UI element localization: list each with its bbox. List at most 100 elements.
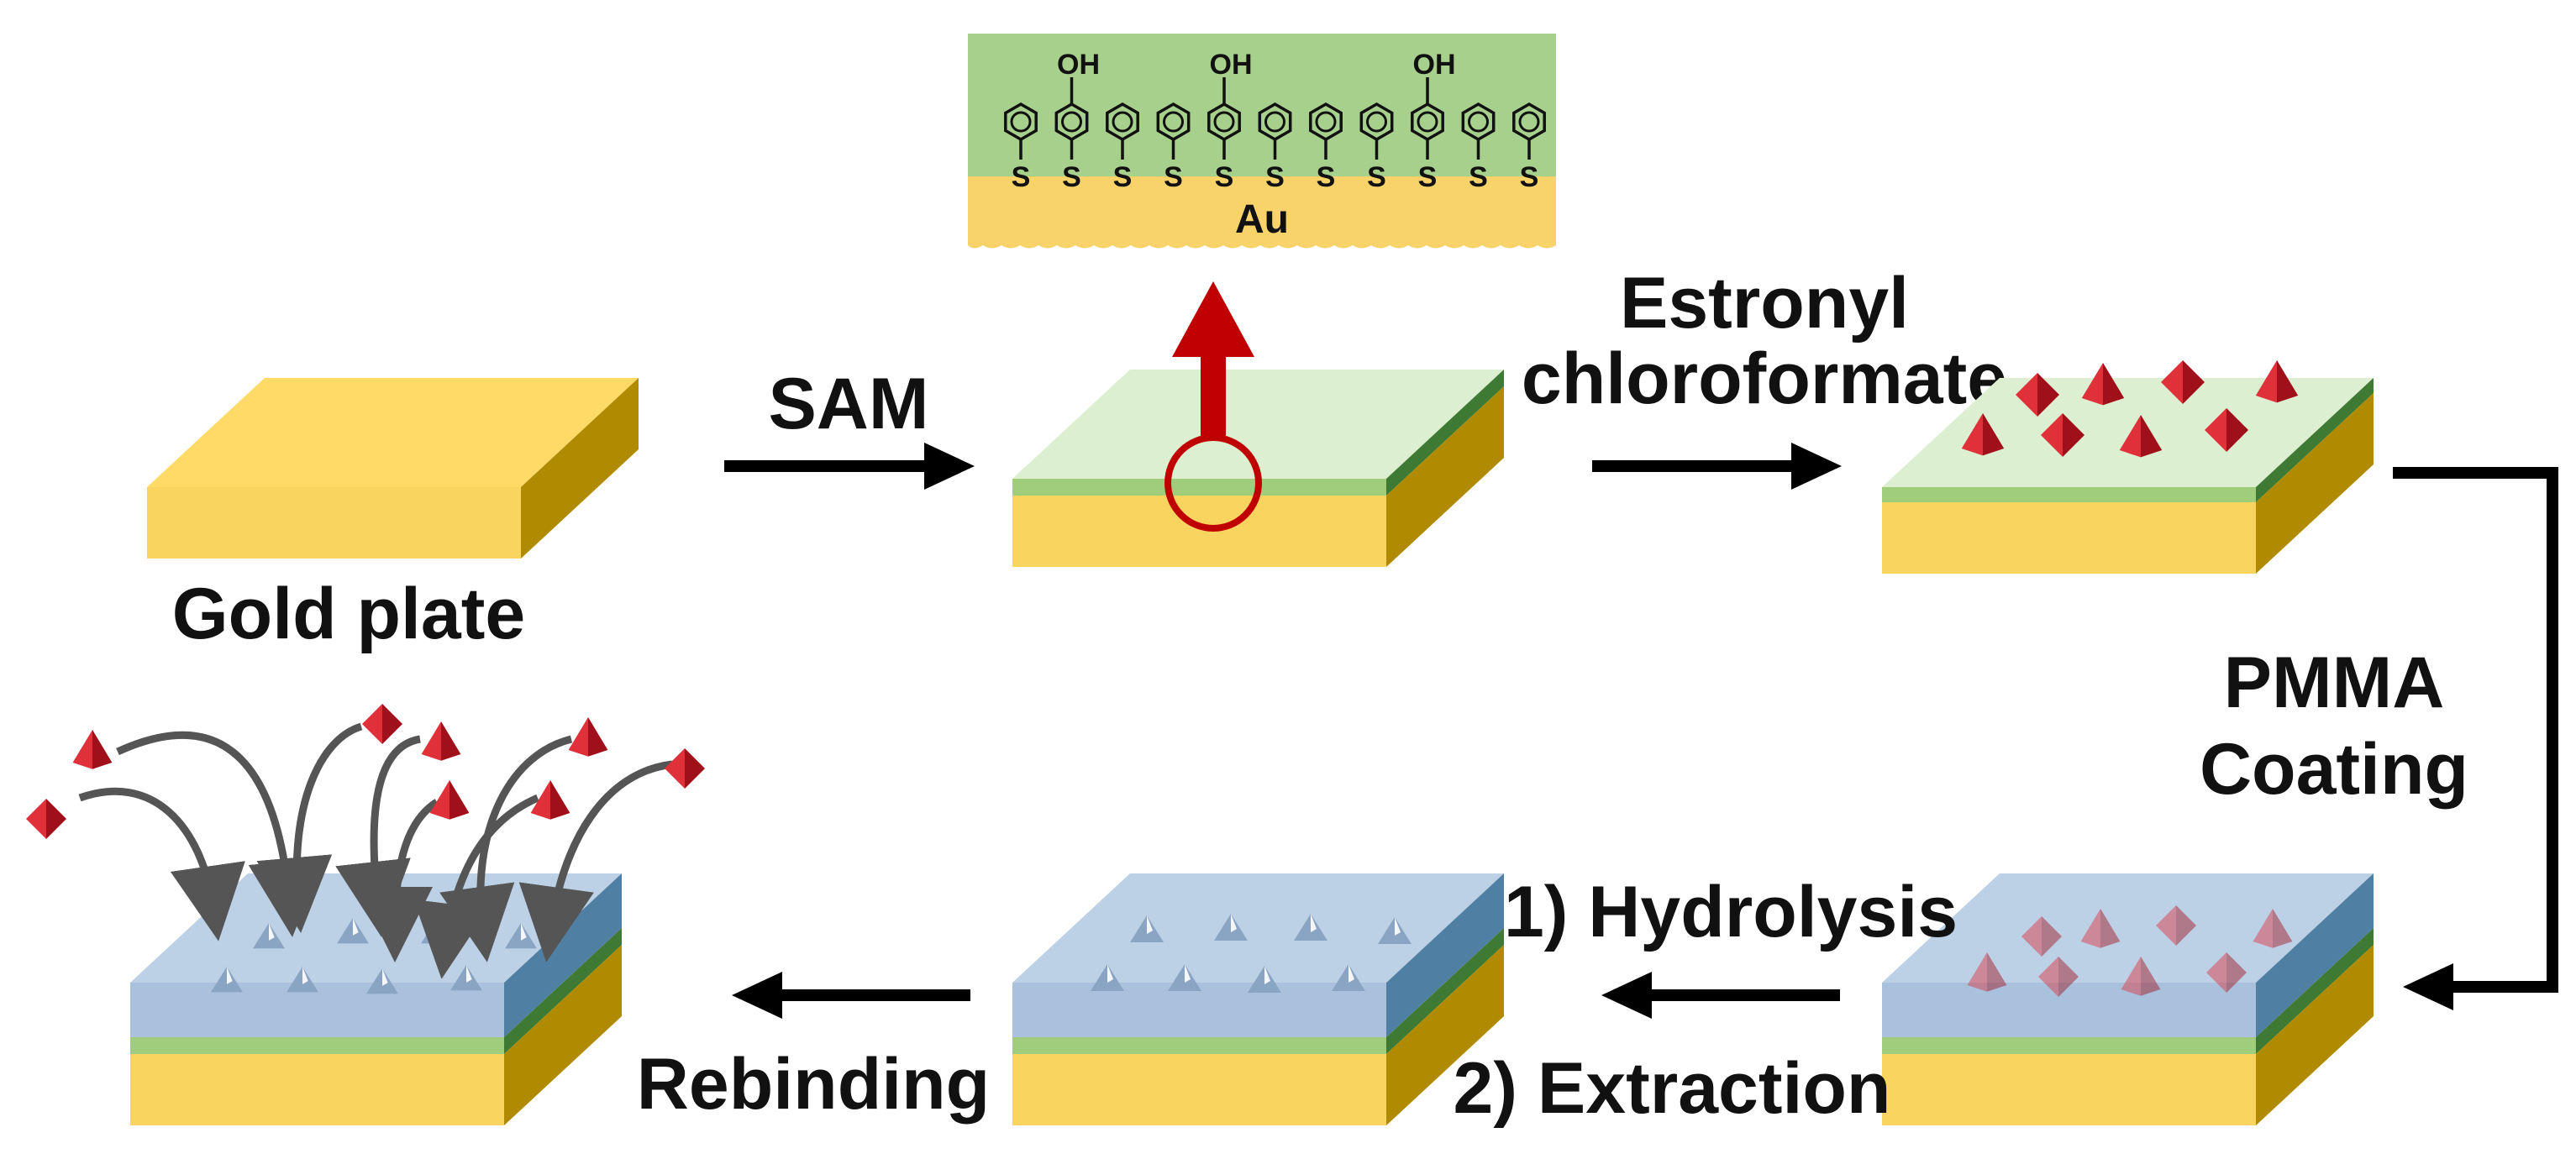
sulfur-label: S	[1113, 161, 1133, 193]
coating-label: Coating	[2200, 729, 2468, 810]
free-estrone	[530, 780, 570, 820]
zoom-callout	[1164, 281, 1262, 532]
extraction-label: 2) Extraction	[1454, 1048, 1891, 1129]
imprinted-cavities	[1091, 914, 1412, 993]
trajectory-arrow	[335, 735, 422, 937]
embedded-template	[2121, 957, 2161, 996]
pmma-label: PMMA	[2224, 642, 2445, 723]
sulfur-label: S	[1215, 161, 1234, 193]
imprinted-cavity	[366, 968, 398, 994]
sulfur-label: S	[1012, 161, 1031, 193]
pmma-coated-plate	[1882, 873, 2374, 1125]
thiol-molecule: S	[1512, 102, 1546, 193]
extraction-arrow	[1601, 972, 1840, 1019]
embedded-template	[2253, 909, 2293, 948]
thiol-molecule: S	[1156, 102, 1191, 193]
estrone-template	[2255, 360, 2299, 403]
estrone-template	[2205, 408, 2248, 452]
sulfur-label: S	[1164, 161, 1183, 193]
thiol-molecule: S	[1461, 102, 1496, 193]
embedded-template	[2080, 909, 2121, 948]
hydroxyl-label: OH	[1057, 49, 1100, 81]
sulfur-label: S	[1469, 161, 1488, 193]
aromatic-circle	[1315, 111, 1337, 133]
sulfur-label: S	[1520, 161, 1539, 193]
sulfur-label: S	[1265, 161, 1285, 193]
imprinted-cavity	[1214, 914, 1248, 941]
thiol-molecule: S	[1258, 102, 1292, 193]
imprinted-cavity	[1378, 917, 1412, 944]
embedded-templates	[1967, 905, 2293, 997]
imprinted-cavity	[1130, 915, 1164, 942]
rebinding-trajectories	[78, 722, 673, 979]
estrone-template	[1961, 413, 2005, 456]
rebinding-plate	[130, 873, 622, 1125]
hydroxyl-label: OH	[1413, 49, 1456, 81]
estrone-template	[2161, 360, 2205, 404]
aromatic-circle	[1366, 111, 1387, 133]
aromatic-circle	[1417, 111, 1438, 133]
free-estrone	[362, 704, 402, 744]
estrone-template	[2041, 413, 2084, 457]
trajectory-arrow	[518, 760, 673, 962]
trajectory-arrow	[256, 722, 363, 933]
estrone-template	[2016, 373, 2059, 417]
rebinding-arrow	[732, 972, 970, 1019]
template-plate	[1882, 378, 2374, 574]
imprinted-cavity	[1248, 966, 1281, 993]
imprinted-cavity	[1168, 964, 1201, 991]
free-estrone	[26, 799, 66, 839]
estrone-template	[2081, 363, 2125, 406]
sam-label: SAM	[768, 364, 928, 444]
free-estrone	[568, 717, 608, 757]
thiol-molecule: S OH	[1207, 49, 1253, 193]
aromatic-circle	[1264, 111, 1285, 133]
aromatic-circle	[1213, 111, 1235, 133]
rebinding-label: Rebinding	[637, 1044, 990, 1125]
imprinted-cavity	[1332, 964, 1365, 991]
gold-plate	[147, 378, 639, 559]
estrone-templates	[1961, 360, 2299, 458]
sam-layer	[968, 34, 1556, 176]
embedded-template	[2156, 905, 2196, 946]
estrone-template	[2119, 415, 2163, 458]
thiol-molecule: S	[1309, 102, 1343, 193]
free-estrone	[72, 730, 113, 769]
aromatic-circle	[1518, 111, 1540, 133]
trajectory-arrow	[413, 794, 539, 979]
imprinted-plate	[1012, 873, 1504, 1125]
free-estrone-molecules	[26, 704, 705, 839]
au-label: Au	[1235, 197, 1289, 242]
aromatic-circle	[1163, 111, 1184, 133]
free-estrone	[665, 748, 705, 789]
sam-arrow	[724, 443, 975, 490]
free-estrone	[429, 780, 470, 820]
trajectory-arrow	[116, 731, 324, 937]
sam-plate	[1012, 370, 1504, 567]
gold-plate-label: Gold plate	[172, 574, 525, 654]
trajectory-arrow	[357, 799, 439, 962]
imprinted-cavity	[1091, 964, 1124, 991]
aromatic-circle	[1061, 111, 1082, 133]
embedded-template	[2206, 952, 2247, 993]
free-estrone	[421, 721, 461, 761]
aromatic-circle	[1010, 111, 1032, 133]
chloroformate-label: chloroformate	[1522, 338, 2007, 419]
hydroxyl-label: OH	[1210, 49, 1253, 81]
sulfur-label: S	[1317, 161, 1336, 193]
trajectory-arrow	[439, 735, 573, 962]
hydrolysis-label: 1) Hydrolysis	[1504, 872, 1958, 952]
pmma-coating-arrow	[2393, 467, 2558, 1010]
imprinted-cavity	[211, 967, 243, 993]
estronyl-arrow	[1592, 443, 1842, 490]
sulfur-label: S	[1367, 161, 1386, 193]
au-layer	[968, 176, 1556, 249]
aromatic-circle	[1468, 111, 1489, 133]
trajectory-arrow	[78, 787, 245, 941]
imprinted-cavity	[1294, 914, 1327, 941]
aromatic-circle	[1112, 111, 1133, 133]
